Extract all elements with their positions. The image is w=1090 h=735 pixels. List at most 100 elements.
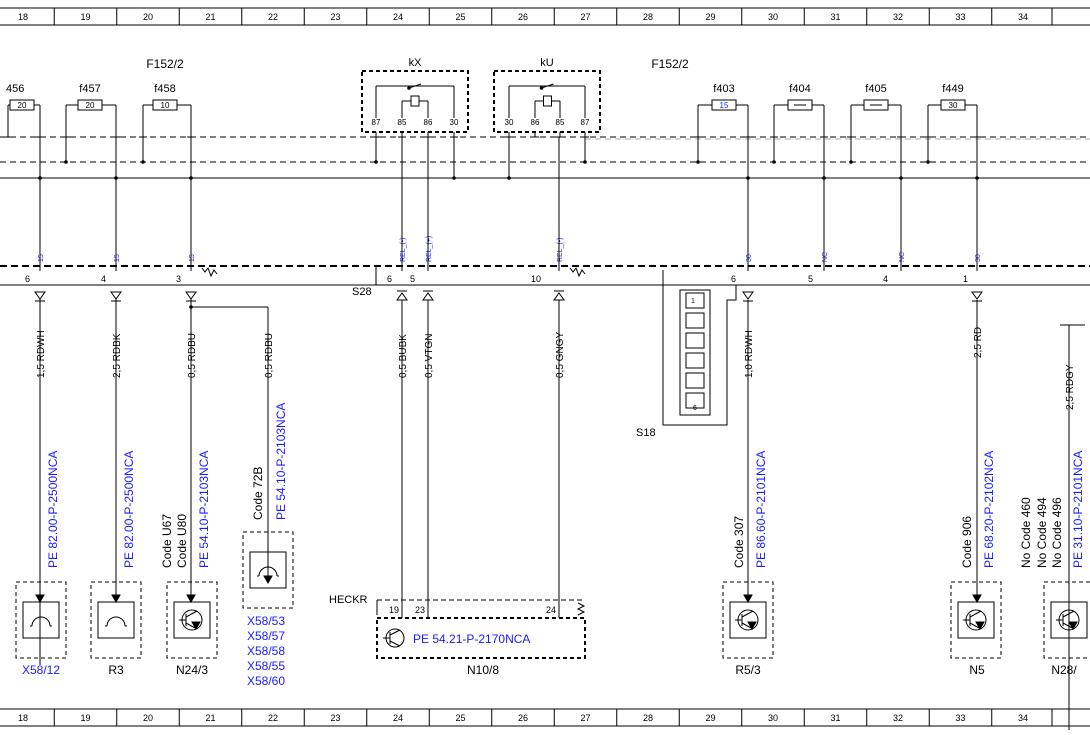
bus-tag: 30	[746, 254, 753, 262]
connector-pin-number: 6	[25, 274, 30, 284]
relay-name: kX	[409, 57, 423, 69]
grid-column-number: 32	[893, 12, 903, 22]
component-label: N5	[969, 663, 985, 677]
grid-column-number: 25	[455, 12, 465, 22]
wire-color-label: 2,5 RD	[973, 327, 984, 358]
s18-pin: 6	[693, 405, 697, 412]
transistor-icon	[389, 629, 401, 636]
component-label: X58/12	[22, 663, 60, 677]
connector-reference: X58/57	[247, 629, 285, 643]
relay-pin: 87	[581, 118, 590, 127]
pe-reference: PE 82.00-P-2500NCA	[122, 451, 136, 568]
connector-name: S28	[352, 286, 372, 298]
fuse-rating: 10	[161, 101, 170, 110]
relay-coil	[410, 95, 420, 107]
relay-pin: 86	[531, 118, 540, 127]
relay-name: kU	[540, 57, 554, 69]
transistor-icon	[185, 610, 198, 618]
connector-terminal	[34, 291, 46, 300]
component-body	[22, 601, 60, 639]
grid-column-number: 22	[268, 713, 278, 723]
wire-color-label: 2,5 RDGY	[1065, 364, 1076, 410]
arrow-head	[263, 575, 273, 585]
code-label: Code 307	[732, 516, 746, 568]
grid-column-number: 23	[330, 713, 340, 723]
connector-terminal	[742, 291, 754, 300]
component-outline	[242, 531, 294, 609]
fuse-name: 456	[6, 83, 24, 95]
grid-column-number: 18	[18, 713, 28, 723]
transistor-icon	[389, 640, 401, 647]
code-label: Code 906	[960, 516, 974, 568]
grid-column-number: 26	[518, 713, 528, 723]
grid-column-number: 25	[455, 713, 465, 723]
grid-column-number: 26	[518, 12, 528, 22]
component-body	[173, 601, 211, 639]
code-label: Code 72B	[251, 467, 265, 520]
component-label: N10/8	[467, 663, 499, 677]
grid-column-number: 20	[143, 12, 153, 22]
component-body	[249, 551, 287, 589]
junction-dot	[407, 86, 411, 90]
relay-pin: 86	[424, 118, 433, 127]
fuse-rating: 15	[720, 101, 729, 110]
connector-pin-number: 3	[176, 274, 181, 284]
wire-color-label: 0,5 VTGN	[424, 334, 435, 378]
speaker-icon	[106, 616, 126, 627]
grid-column-number: 28	[643, 12, 653, 22]
grid-column-number: 21	[205, 12, 215, 22]
arrow-head	[186, 594, 196, 604]
component-label: N24/3	[176, 663, 208, 677]
bus-tag: 15	[38, 254, 45, 262]
grid-column-number: 21	[205, 713, 215, 723]
relay-housing	[493, 70, 601, 133]
bus-tag: REL_(+)	[426, 236, 433, 262]
bus-tag: REL_(-)	[557, 237, 564, 262]
junction-dot	[583, 160, 587, 164]
speaker-icon	[31, 616, 51, 627]
junction-dot	[189, 176, 193, 180]
relay-pin: 85	[556, 118, 565, 127]
connector-terminal	[185, 291, 197, 300]
junction-dot	[899, 176, 903, 180]
s18-cavity	[685, 332, 705, 349]
connector-pin-number: 10	[531, 274, 541, 284]
s18-body	[679, 289, 711, 416]
connector-reference: X58/55	[247, 659, 285, 673]
s18-pin: 1	[691, 298, 695, 305]
relay-housing	[361, 70, 469, 133]
arrow-head	[972, 594, 982, 604]
code-label: No Code 494	[1035, 497, 1049, 568]
connector-pin-number: 4	[101, 274, 106, 284]
pe-reference: PE 54.10-P-2103NCA	[274, 403, 288, 520]
fuse-rating: 20	[86, 101, 95, 110]
grid-column-number: 30	[768, 12, 778, 22]
grid-column-number: 33	[955, 12, 965, 22]
arrow-head	[191, 621, 201, 631]
component-outline	[950, 581, 1002, 659]
grid-column-number: 31	[830, 713, 840, 723]
component-outline	[90, 581, 142, 659]
connector-pin-number: 6	[731, 274, 736, 284]
s18-cavity	[685, 372, 705, 389]
arrow-head	[743, 594, 753, 604]
ecu-housing	[376, 617, 586, 659]
code-label: Code U67	[160, 514, 174, 568]
connector-terminal	[110, 291, 122, 300]
grid-column-number: 31	[830, 12, 840, 22]
grid-column-number: 32	[893, 713, 903, 723]
component-outline	[722, 581, 774, 659]
wire-color-label: 0,5 RDBU	[264, 333, 275, 378]
grid-column-number: 29	[705, 12, 715, 22]
fuse-name: f405	[865, 83, 886, 95]
component-outline	[15, 581, 67, 659]
junction-dot	[189, 305, 193, 309]
grid-column-number: 34	[1018, 12, 1028, 22]
relay-pin: 30	[450, 118, 459, 127]
grid-column-number: 29	[705, 713, 715, 723]
arrow-head	[35, 594, 45, 604]
bus-tag: NC	[822, 252, 829, 262]
junction-dot	[38, 176, 42, 180]
component-body	[729, 601, 767, 639]
